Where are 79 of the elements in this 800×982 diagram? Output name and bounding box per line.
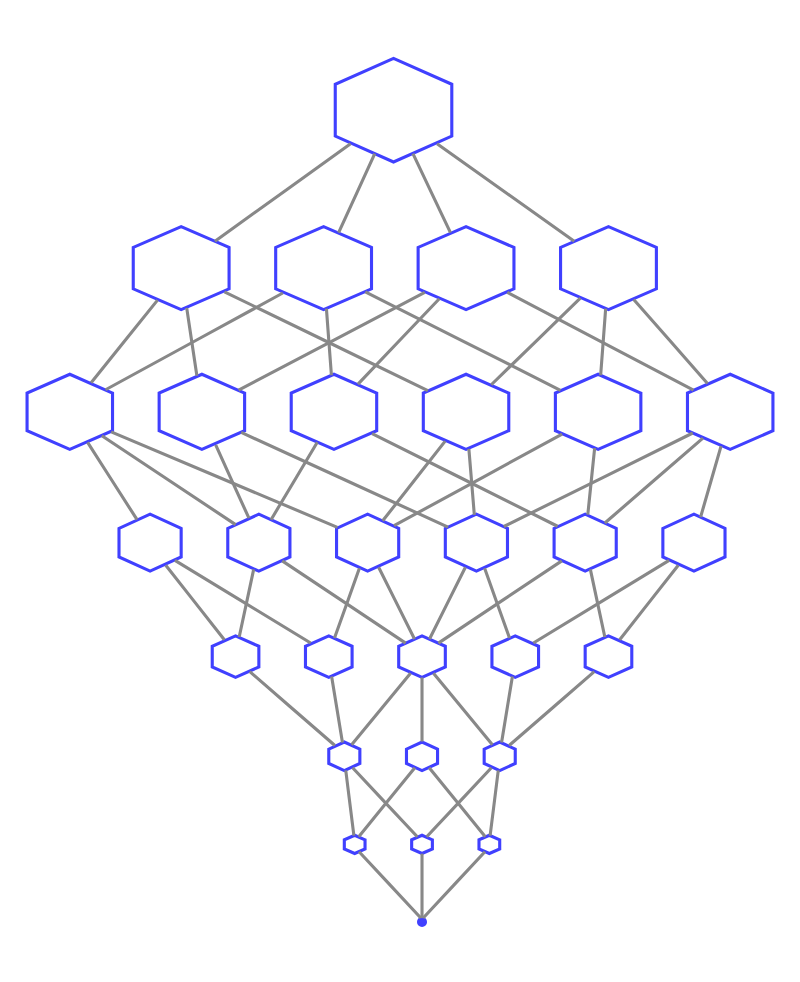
- connector: [356, 296, 441, 385]
- picture: [416, 224, 516, 311]
- connector: [483, 566, 511, 638]
- connector: [699, 444, 723, 517]
- connector: [237, 568, 256, 637]
- connector: [364, 289, 562, 391]
- connector: [618, 563, 680, 640]
- picture: [559, 224, 658, 311]
- picture: [477, 832, 502, 855]
- connector: [632, 297, 709, 384]
- picture: [157, 371, 247, 451]
- picture: [274, 224, 374, 311]
- connector: [333, 566, 361, 638]
- connector: [588, 568, 607, 637]
- connector: [110, 429, 338, 528]
- picture: [552, 511, 618, 572]
- connector: [508, 669, 596, 746]
- picture: [327, 739, 362, 772]
- picture: [210, 633, 261, 679]
- connector: [357, 849, 422, 919]
- connector: [344, 769, 356, 835]
- connector: [490, 296, 582, 385]
- picture: [289, 371, 379, 451]
- picture: [583, 633, 634, 679]
- picture: [335, 511, 401, 572]
- picture: [333, 55, 454, 163]
- connector: [422, 849, 487, 919]
- picture: [342, 832, 367, 855]
- picture: [482, 739, 517, 772]
- connector: [603, 435, 704, 524]
- connector: [101, 433, 237, 525]
- picture: [117, 511, 183, 572]
- connector: [240, 430, 449, 528]
- picture: [661, 511, 727, 572]
- connector: [436, 141, 576, 242]
- picture: [685, 371, 775, 451]
- connector: [324, 307, 333, 375]
- connector: [411, 152, 452, 233]
- connector: [377, 565, 416, 639]
- connector: [428, 565, 467, 639]
- picture: [226, 511, 292, 572]
- connector: [500, 675, 514, 742]
- node-dot: [417, 915, 428, 926]
- connector: [506, 290, 695, 391]
- connector: [214, 141, 352, 242]
- picture: [404, 739, 440, 772]
- picture: [303, 633, 354, 679]
- connector: [248, 669, 336, 746]
- connector: [269, 440, 319, 520]
- connector: [420, 852, 424, 918]
- connector: [381, 439, 447, 521]
- connector: [337, 152, 377, 233]
- picture: [490, 633, 541, 679]
- connector: [586, 446, 597, 514]
- connector: [104, 290, 284, 391]
- picture: [25, 371, 115, 451]
- picture: [553, 371, 643, 451]
- connector: [164, 563, 226, 640]
- picture: [443, 511, 510, 572]
- connector: [503, 430, 694, 527]
- connector: [330, 675, 344, 742]
- connector: [488, 769, 500, 835]
- connector: [350, 671, 412, 745]
- connector: [532, 558, 670, 644]
- picture: [421, 371, 511, 451]
- picture: [397, 633, 447, 679]
- connector: [467, 447, 476, 515]
- picture: [410, 832, 434, 855]
- connector: [420, 676, 424, 741]
- connector: [185, 306, 199, 376]
- connector: [281, 558, 407, 644]
- connector: [214, 443, 251, 518]
- connector: [86, 440, 139, 520]
- picture: [131, 224, 231, 311]
- connector: [432, 671, 494, 745]
- connector: [437, 558, 563, 644]
- connector: [174, 558, 312, 644]
- connector: [89, 298, 159, 383]
- connector: [599, 307, 608, 375]
